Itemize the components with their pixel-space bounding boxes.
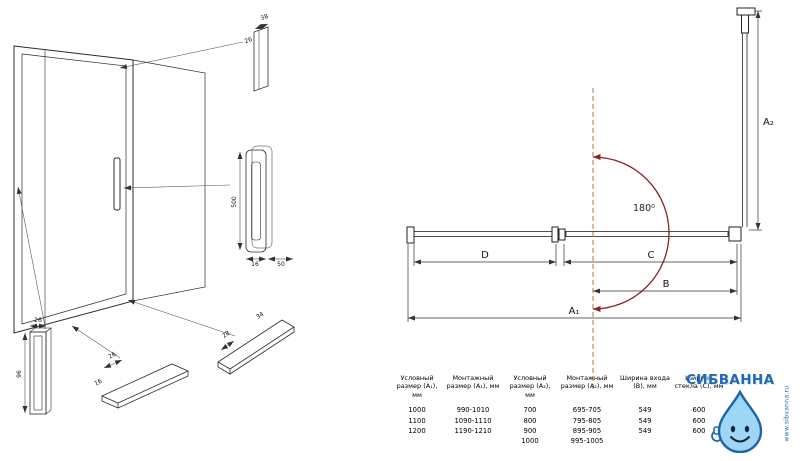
table-cell: 549 xyxy=(638,427,652,436)
table-cell xyxy=(620,436,670,446)
logo-brand-text: СИБВАННА xyxy=(686,372,775,388)
dim-C-label: C xyxy=(648,250,655,261)
table-cell: 1000 xyxy=(408,406,426,415)
table-header-cell: Монтажный размер (A₁), мм xyxy=(446,374,500,391)
side-panel xyxy=(132,59,206,302)
table-cell: 995-1005 xyxy=(570,437,604,446)
sibvanna-watermark: СИБВАННА www.sibvanna.ru xyxy=(686,372,798,458)
detail-sill-profile: 26 16 xyxy=(93,351,189,409)
table-cell: 549 xyxy=(638,416,652,425)
dim-label: 26 xyxy=(34,317,42,324)
table-header-cell: Ширина стекла (C), мм xyxy=(674,374,724,391)
dim-label: 26 xyxy=(244,36,254,45)
door-handle xyxy=(113,157,121,211)
table-cell: 600 xyxy=(692,427,706,436)
table-header-cell: Условный размер (A₂), мм xyxy=(509,374,551,399)
dim-A2-label: A₂ xyxy=(763,117,774,128)
table-cell: 1000 xyxy=(521,437,539,446)
plan-dimensions xyxy=(407,10,762,322)
dimensions-table: Условный размер (A₁), мм Монтажный разме… xyxy=(394,374,728,447)
plan-dimension-labels: D C B A₁ A₂ xyxy=(481,117,774,317)
table-cell: 1200 xyxy=(408,427,426,436)
table-cell: 1090-1110 xyxy=(454,416,492,425)
dim-label: 96 xyxy=(16,370,23,378)
dim-D-label: D xyxy=(481,250,489,261)
table-cell: 800 xyxy=(523,416,537,425)
table-header-cell: Ширина входа (B), мм xyxy=(620,374,670,391)
dim-label: 500 xyxy=(231,196,238,208)
dim-label: 28 xyxy=(221,330,231,340)
door-glass xyxy=(21,53,127,325)
dim-label: 38 xyxy=(260,13,270,22)
table-cell: 895-905 xyxy=(572,427,602,436)
dim-label: 26 xyxy=(107,351,117,361)
detail-handle: 500 16 50 xyxy=(231,145,293,268)
dim-label: 16 xyxy=(93,378,103,388)
table-cell xyxy=(444,436,502,446)
table-cell xyxy=(394,436,440,446)
dim-A1-label: A₁ xyxy=(569,306,580,317)
table-header-cell: Условный размер (A₁), мм xyxy=(396,374,438,399)
door-isometric-view xyxy=(13,45,206,334)
dim-B-label: B xyxy=(663,279,670,290)
door-swing-arc xyxy=(592,154,670,312)
table-cell: 795-805 xyxy=(572,416,602,425)
dim-label: 50 xyxy=(277,261,285,268)
detail-wall-profile: 26 96 xyxy=(16,317,52,415)
table-cell: 549 xyxy=(638,406,652,415)
table-cell: 990-1010 xyxy=(456,406,490,415)
plan-view xyxy=(406,7,756,244)
plan-door-glass xyxy=(565,231,729,237)
table-cell: 695-705 xyxy=(572,406,602,415)
table-cell: 600 xyxy=(692,416,706,425)
table-cell: 1100 xyxy=(408,416,426,425)
table-cell: 700 xyxy=(523,406,537,415)
detail-corner-profile: 38 26 xyxy=(244,13,270,92)
dim-label: 34 xyxy=(255,311,265,321)
plan-fixed-glass xyxy=(413,231,553,237)
table-cell: 600 xyxy=(692,406,706,415)
table-header-cell: Монтажный размер (A₂), мм xyxy=(560,374,614,391)
table-cell: 900 xyxy=(523,427,537,436)
plan-wall-profile-left xyxy=(406,226,415,244)
table-cell: 1190-1210 xyxy=(454,427,492,436)
logo-url-text: www.sibvanna.ru xyxy=(783,385,791,442)
dim-label: 16 xyxy=(251,261,259,268)
swing-angle-label: 180⁰ xyxy=(633,203,655,214)
door-frame xyxy=(13,45,134,334)
detail-angle-profile: 28 34 xyxy=(217,311,295,375)
leader-lines xyxy=(16,41,244,359)
mascot-drop-icon xyxy=(711,389,763,453)
